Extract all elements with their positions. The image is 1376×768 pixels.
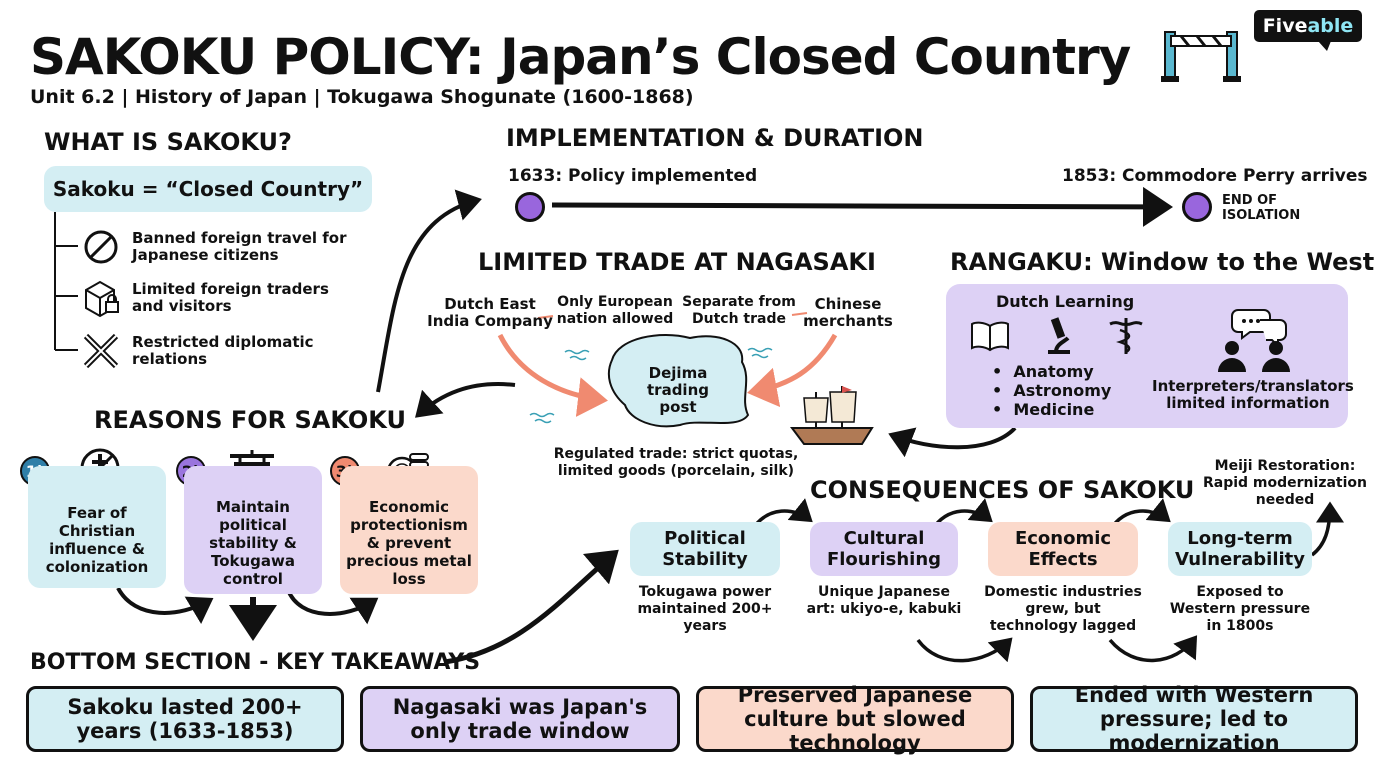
rangaku-heading: RANGAKU: Window to the West: [950, 248, 1375, 276]
timeline-start-dot: [515, 192, 545, 222]
nagasaki-heading: LIMITED TRADE AT NAGASAKI: [478, 248, 876, 276]
consequence-2-title: Cultural Flourishing: [810, 522, 958, 576]
barrier-gate-icon: [1160, 31, 1241, 82]
timeline-start-label: 1633: Policy implemented: [508, 166, 758, 186]
locked-box-icon: [82, 278, 122, 322]
what-item-3: Restricted diplomatic relations: [132, 333, 314, 368]
consequences-heading: CONSEQUENCES OF SAKOKU: [810, 476, 1195, 504]
chinese-trade-arrow: [747, 333, 838, 408]
dejima-island: [607, 334, 750, 428]
subject-item: • Anatomy: [992, 362, 1094, 381]
implementation-heading: IMPLEMENTATION & DURATION: [506, 124, 924, 152]
consequence-4-desc: Exposed to Western pressure in 1800s: [1169, 584, 1311, 634]
wave-marks: [529, 347, 773, 424]
rangaku-panel: [946, 284, 1348, 428]
arrow-to-consequences: [444, 549, 619, 665]
timeline-arrow: [551, 186, 1173, 227]
arrow-reason2-3: [286, 589, 379, 625]
microscope-icon: [1042, 316, 1076, 360]
page-title: SAKOKU POLICY: Japan’s Closed Country: [30, 18, 1241, 86]
consequence-1-desc: Tokugawa power maintained 200+ years: [637, 584, 773, 634]
dutch-trade-arrow: [497, 333, 608, 417]
dutch-company-label: Dutch East India Company: [427, 295, 553, 330]
consequence-2-desc: Unique Japanese art: ukiyo-e, kabuki: [806, 584, 962, 617]
chinese-note: Separate from Dutch trade: [682, 294, 796, 327]
definition-box: Sakoku = “Closed Country”: [44, 166, 372, 212]
dutch-learning-label: Dutch Learning: [996, 292, 1135, 311]
what-item-2: Limited foreign traders and visitors: [132, 280, 329, 315]
consequence-3-desc: Domestic industries grew, but technology…: [984, 584, 1142, 634]
regulated-trade-note: Regulated trade: strict quotas, limited …: [553, 446, 799, 479]
takeaway-3: Preserved Japanese culture but slowed te…: [696, 683, 1014, 755]
reasons-heading: REASONS FOR SAKOKU: [94, 406, 406, 434]
arrow-reason1-2: [116, 586, 214, 625]
broken-handshake-icon: [82, 332, 120, 374]
consequence-4-title: Long-term Vulnerability: [1168, 522, 1312, 576]
end-of-isolation-note: END OF ISOLATION: [1222, 193, 1301, 223]
consequence-3-title: Economic Effects: [988, 522, 1138, 576]
takeaways-heading: BOTTOM SECTION - KEY TAKEAWAYS: [30, 650, 481, 675]
interpreters-note: Interpreters/translators limited informa…: [1152, 377, 1354, 412]
takeaway-4: Ended with Western pressure; led to mode…: [1030, 683, 1358, 755]
subject-item: • Medicine: [992, 400, 1095, 419]
conversation-people-icon: [1214, 306, 1294, 378]
takeaway-2: Nagasaki was Japan's only trade window: [360, 686, 680, 752]
arrow-rangaku-ship: [888, 426, 1017, 458]
arrow-to-reasons: [415, 382, 516, 418]
book-icon: [970, 320, 1010, 356]
ban-icon: [82, 228, 120, 270]
page-subtitle: Unit 6.2 | History of Japan | Tokugawa S…: [30, 86, 694, 108]
what-is-sakoku-heading: WHAT IS SAKOKU?: [44, 128, 292, 156]
takeaway-1: Sakoku lasted 200+ years (1633-1853): [26, 686, 344, 752]
what-item-1: Banned foreign travel for Japanese citiz…: [132, 229, 347, 264]
subject-item: • Astronomy: [992, 381, 1112, 400]
arrow-to-implementation: [376, 189, 482, 393]
consequence-1-title: Political Stability: [630, 522, 780, 576]
chinese-merchants-label: Chinese merchants: [803, 295, 893, 330]
timeline-end-label: 1853: Commodore Perry arrives: [1062, 166, 1368, 186]
rangaku-subjects: • Anatomy • Astronomy • Medicine: [992, 362, 1111, 419]
reason-1-box: Fear of Christian influence & colonizati…: [28, 466, 166, 588]
reason-2-box: Maintain political stability & Tokugawa …: [184, 466, 322, 594]
brand-logo: Fiveable: [1254, 10, 1362, 51]
meiji-note: Meiji Restoration: Rapid modernization n…: [1202, 458, 1367, 508]
dutch-note: Only European nation allowed: [556, 294, 674, 327]
reason-3-box: Economic protectionism & prevent preciou…: [340, 466, 478, 594]
tree-line: [54, 212, 78, 351]
caduceus-icon: [1106, 316, 1146, 360]
timeline-end-dot: [1182, 192, 1212, 222]
dejima-label: Dejima trading post: [647, 364, 709, 416]
ship-icon: [786, 382, 878, 456]
